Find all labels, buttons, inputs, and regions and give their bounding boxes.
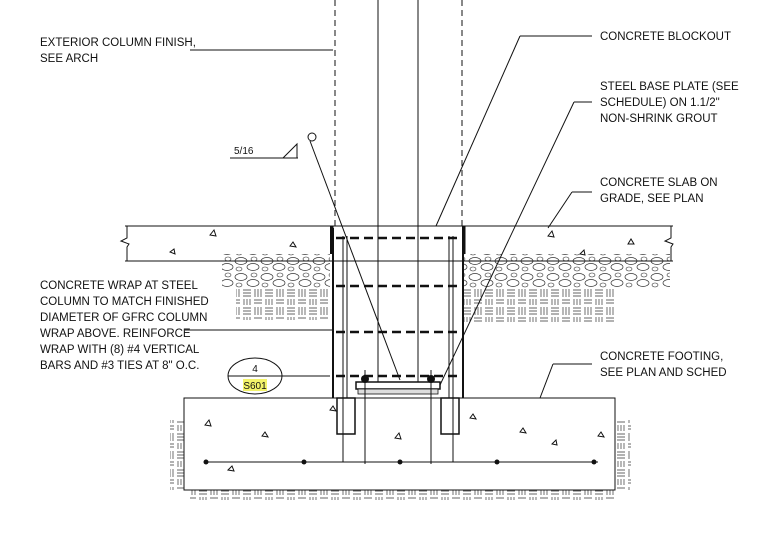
steel-base-plate (355, 370, 441, 464)
svg-text:BARS AND #3 TIES AT 8" O.C.: BARS AND #3 TIES AT 8" O.C. (40, 360, 199, 372)
svg-text:CONCRETE BLOCKOUT: CONCRETE BLOCKOUT (600, 31, 731, 43)
steel-column (377, 0, 419, 382)
svg-text:EXTERIOR COLUMN FINISH,: EXTERIOR COLUMN FINISH, (40, 37, 196, 49)
concrete-wrap (332, 228, 464, 400)
svg-text:WRAP ABOVE. REINFORCE: WRAP ABOVE. REINFORCE (40, 328, 191, 340)
section-number: 4 (252, 364, 258, 375)
weld-symbol: 5/16 (230, 132, 401, 381)
svg-text:WRAP WITH (8) #4 VERTICAL: WRAP WITH (8) #4 VERTICAL (40, 344, 200, 356)
weld-size-label: 5/16 (234, 146, 254, 157)
svg-text:CONCRETE FOOTING,: CONCRETE FOOTING, (600, 351, 723, 363)
note-exterior-finish: EXTERIOR COLUMN FINISH, SEE ARCH (40, 37, 196, 65)
note-concrete-footing: CONCRETE FOOTING, SEE PLAN AND SCHED (600, 351, 727, 379)
leader-lines (185, 35, 592, 399)
exterior-column-finish (334, 0, 463, 226)
svg-text:SCHEDULE) ON 1.1/2": SCHEDULE) ON 1.1/2" (600, 97, 720, 109)
note-slab-on-grade: CONCRETE SLAB ON GRADE, SEE PLAN (600, 177, 718, 205)
svg-text:DIAMETER OF GFRC COLUMN: DIAMETER OF GFRC COLUMN (40, 312, 207, 324)
svg-text:CONCRETE SLAB ON: CONCRETE SLAB ON (600, 177, 718, 189)
section-tag: 4 S601 (227, 357, 330, 395)
section-sheet-highlight (243, 379, 267, 391)
note-steel-base-plate: STEEL BASE PLATE (SEE SCHEDULE) ON 1.1/2… (600, 81, 739, 125)
gravel-fill (222, 254, 670, 288)
svg-text:STEEL BASE PLATE (SEE: STEEL BASE PLATE (SEE (600, 81, 739, 93)
svg-text:COLUMN TO MATCH FINISHED: COLUMN TO MATCH FINISHED (40, 296, 209, 308)
svg-text:CONCRETE WRAP AT STEEL: CONCRETE WRAP AT STEEL (40, 280, 198, 292)
svg-text:GRADE, SEE PLAN: GRADE, SEE PLAN (600, 193, 704, 205)
soil-hatch (170, 288, 631, 500)
concrete-footing (183, 397, 616, 491)
svg-text:NON-SHRINK GROUT: NON-SHRINK GROUT (600, 113, 718, 125)
note-concrete-wrap: CONCRETE WRAP AT STEEL COLUMN TO MATCH F… (40, 280, 209, 372)
slab-on-grade (119, 225, 674, 262)
note-concrete-blockout: CONCRETE BLOCKOUT (600, 31, 731, 43)
section-sheet: S601 (243, 381, 267, 392)
svg-text:SEE PLAN AND SCHED: SEE PLAN AND SCHED (600, 367, 727, 379)
svg-text:SEE ARCH: SEE ARCH (40, 53, 98, 65)
